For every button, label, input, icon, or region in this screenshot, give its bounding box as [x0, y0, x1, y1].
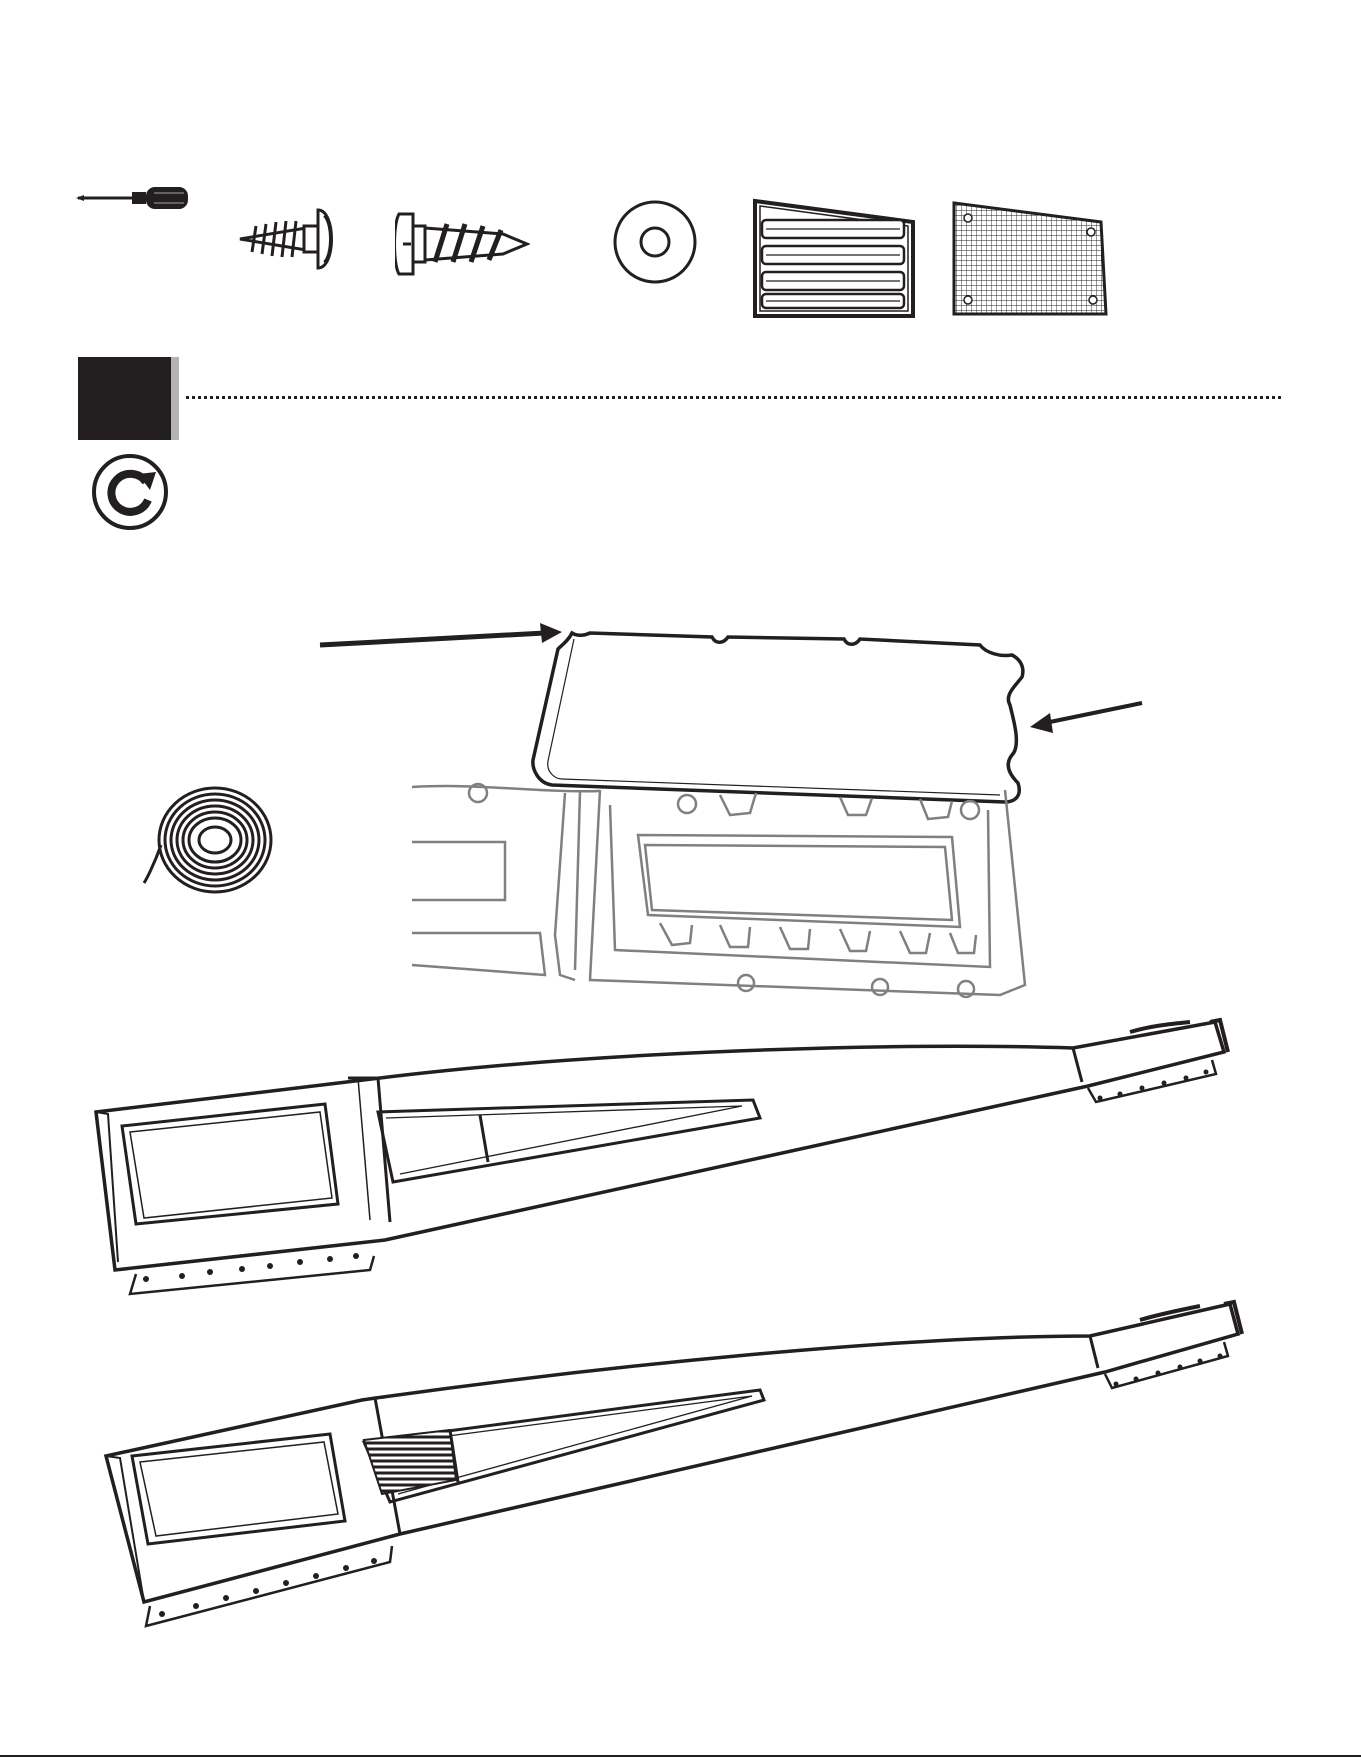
- panel-install-detail: [300, 615, 1160, 1010]
- screwdriver-icon: [76, 185, 192, 211]
- step-number-box-shadow: [171, 357, 179, 440]
- louvered-vent-icon: [752, 198, 916, 320]
- rotate-clockwise-icon: [90, 452, 170, 532]
- beam-with-vent: [100, 1296, 1260, 1636]
- tape-roll-icon: [140, 785, 275, 900]
- page-bottom-rule: [0, 1755, 1361, 1757]
- washer-icon: [612, 199, 698, 285]
- short-screw-icon: [236, 204, 340, 274]
- step-number-box: [78, 357, 171, 440]
- long-screw-icon: [395, 204, 530, 284]
- beam-without-vent: [90, 1012, 1240, 1297]
- step-divider: [186, 396, 1281, 399]
- mesh-screen-icon: [951, 200, 1109, 318]
